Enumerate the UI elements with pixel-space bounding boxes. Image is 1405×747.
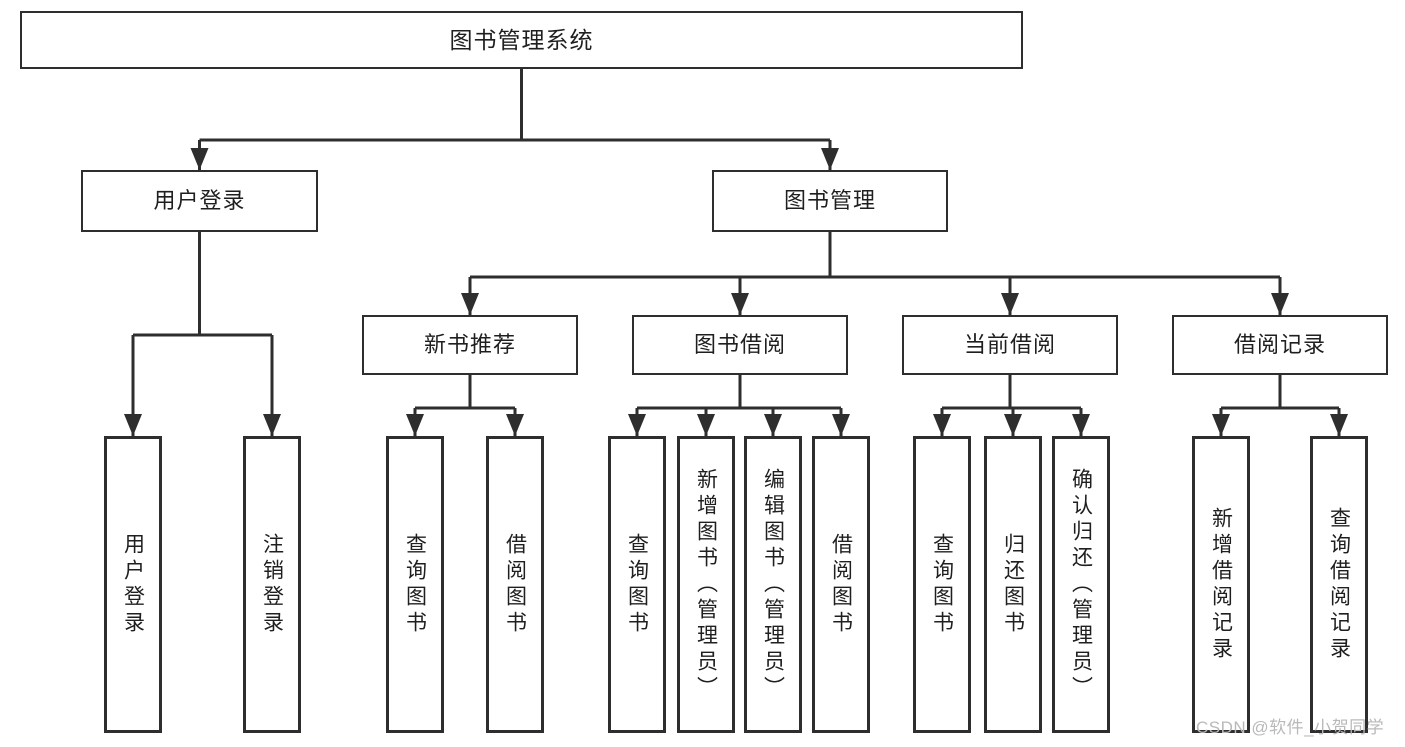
node-label: 新增图书（管理员）: [694, 467, 718, 702]
node-login[interactable]: 用户登录: [81, 170, 318, 232]
node-bookmgr[interactable]: 图书管理: [712, 170, 948, 232]
node-label: 借阅记录: [1233, 332, 1326, 358]
node-label: 用户登录: [121, 532, 145, 637]
node-l1[interactable]: 用户登录: [104, 436, 162, 733]
node-label: 新书推荐: [423, 332, 516, 358]
node-label: 编辑图书（管理员）: [761, 467, 785, 702]
node-l11[interactable]: 确认归还（管理员）: [1052, 436, 1110, 733]
node-l4[interactable]: 借阅图书: [486, 436, 544, 733]
node-label: 确认归还（管理员）: [1069, 467, 1093, 702]
node-label: 查询图书: [930, 532, 954, 637]
node-current[interactable]: 当前借阅: [902, 315, 1118, 375]
node-label: 用户登录: [153, 188, 246, 214]
node-borrow[interactable]: 图书借阅: [632, 315, 848, 375]
node-label: 借阅图书: [829, 532, 853, 637]
node-l2[interactable]: 注销登录: [243, 436, 301, 733]
node-label: 图书借阅: [693, 332, 786, 358]
node-l12[interactable]: 新增借阅记录: [1192, 436, 1250, 733]
node-label: 查询图书: [403, 532, 427, 637]
node-newbook[interactable]: 新书推荐: [362, 315, 578, 375]
node-label: 图书管理: [783, 188, 876, 214]
node-l13[interactable]: 查询借阅记录: [1310, 436, 1368, 733]
node-l5[interactable]: 查询图书: [608, 436, 666, 733]
node-label: 图书管理系统: [449, 26, 594, 53]
node-root[interactable]: 图书管理系统: [20, 11, 1023, 69]
node-label: 注销登录: [260, 532, 284, 637]
node-l10[interactable]: 归还图书: [984, 436, 1042, 733]
node-label: 当前借阅: [963, 332, 1056, 358]
node-label: 查询借阅记录: [1327, 506, 1351, 663]
node-l9[interactable]: 查询图书: [913, 436, 971, 733]
node-l3[interactable]: 查询图书: [386, 436, 444, 733]
node-label: 查询图书: [625, 532, 649, 637]
node-l6[interactable]: 新增图书（管理员）: [677, 436, 735, 733]
node-label: 归还图书: [1001, 532, 1025, 637]
node-label: 新增借阅记录: [1209, 506, 1233, 663]
node-record[interactable]: 借阅记录: [1172, 315, 1388, 375]
node-l7[interactable]: 编辑图书（管理员）: [744, 436, 802, 733]
node-l8[interactable]: 借阅图书: [812, 436, 870, 733]
node-label: 借阅图书: [503, 532, 527, 637]
